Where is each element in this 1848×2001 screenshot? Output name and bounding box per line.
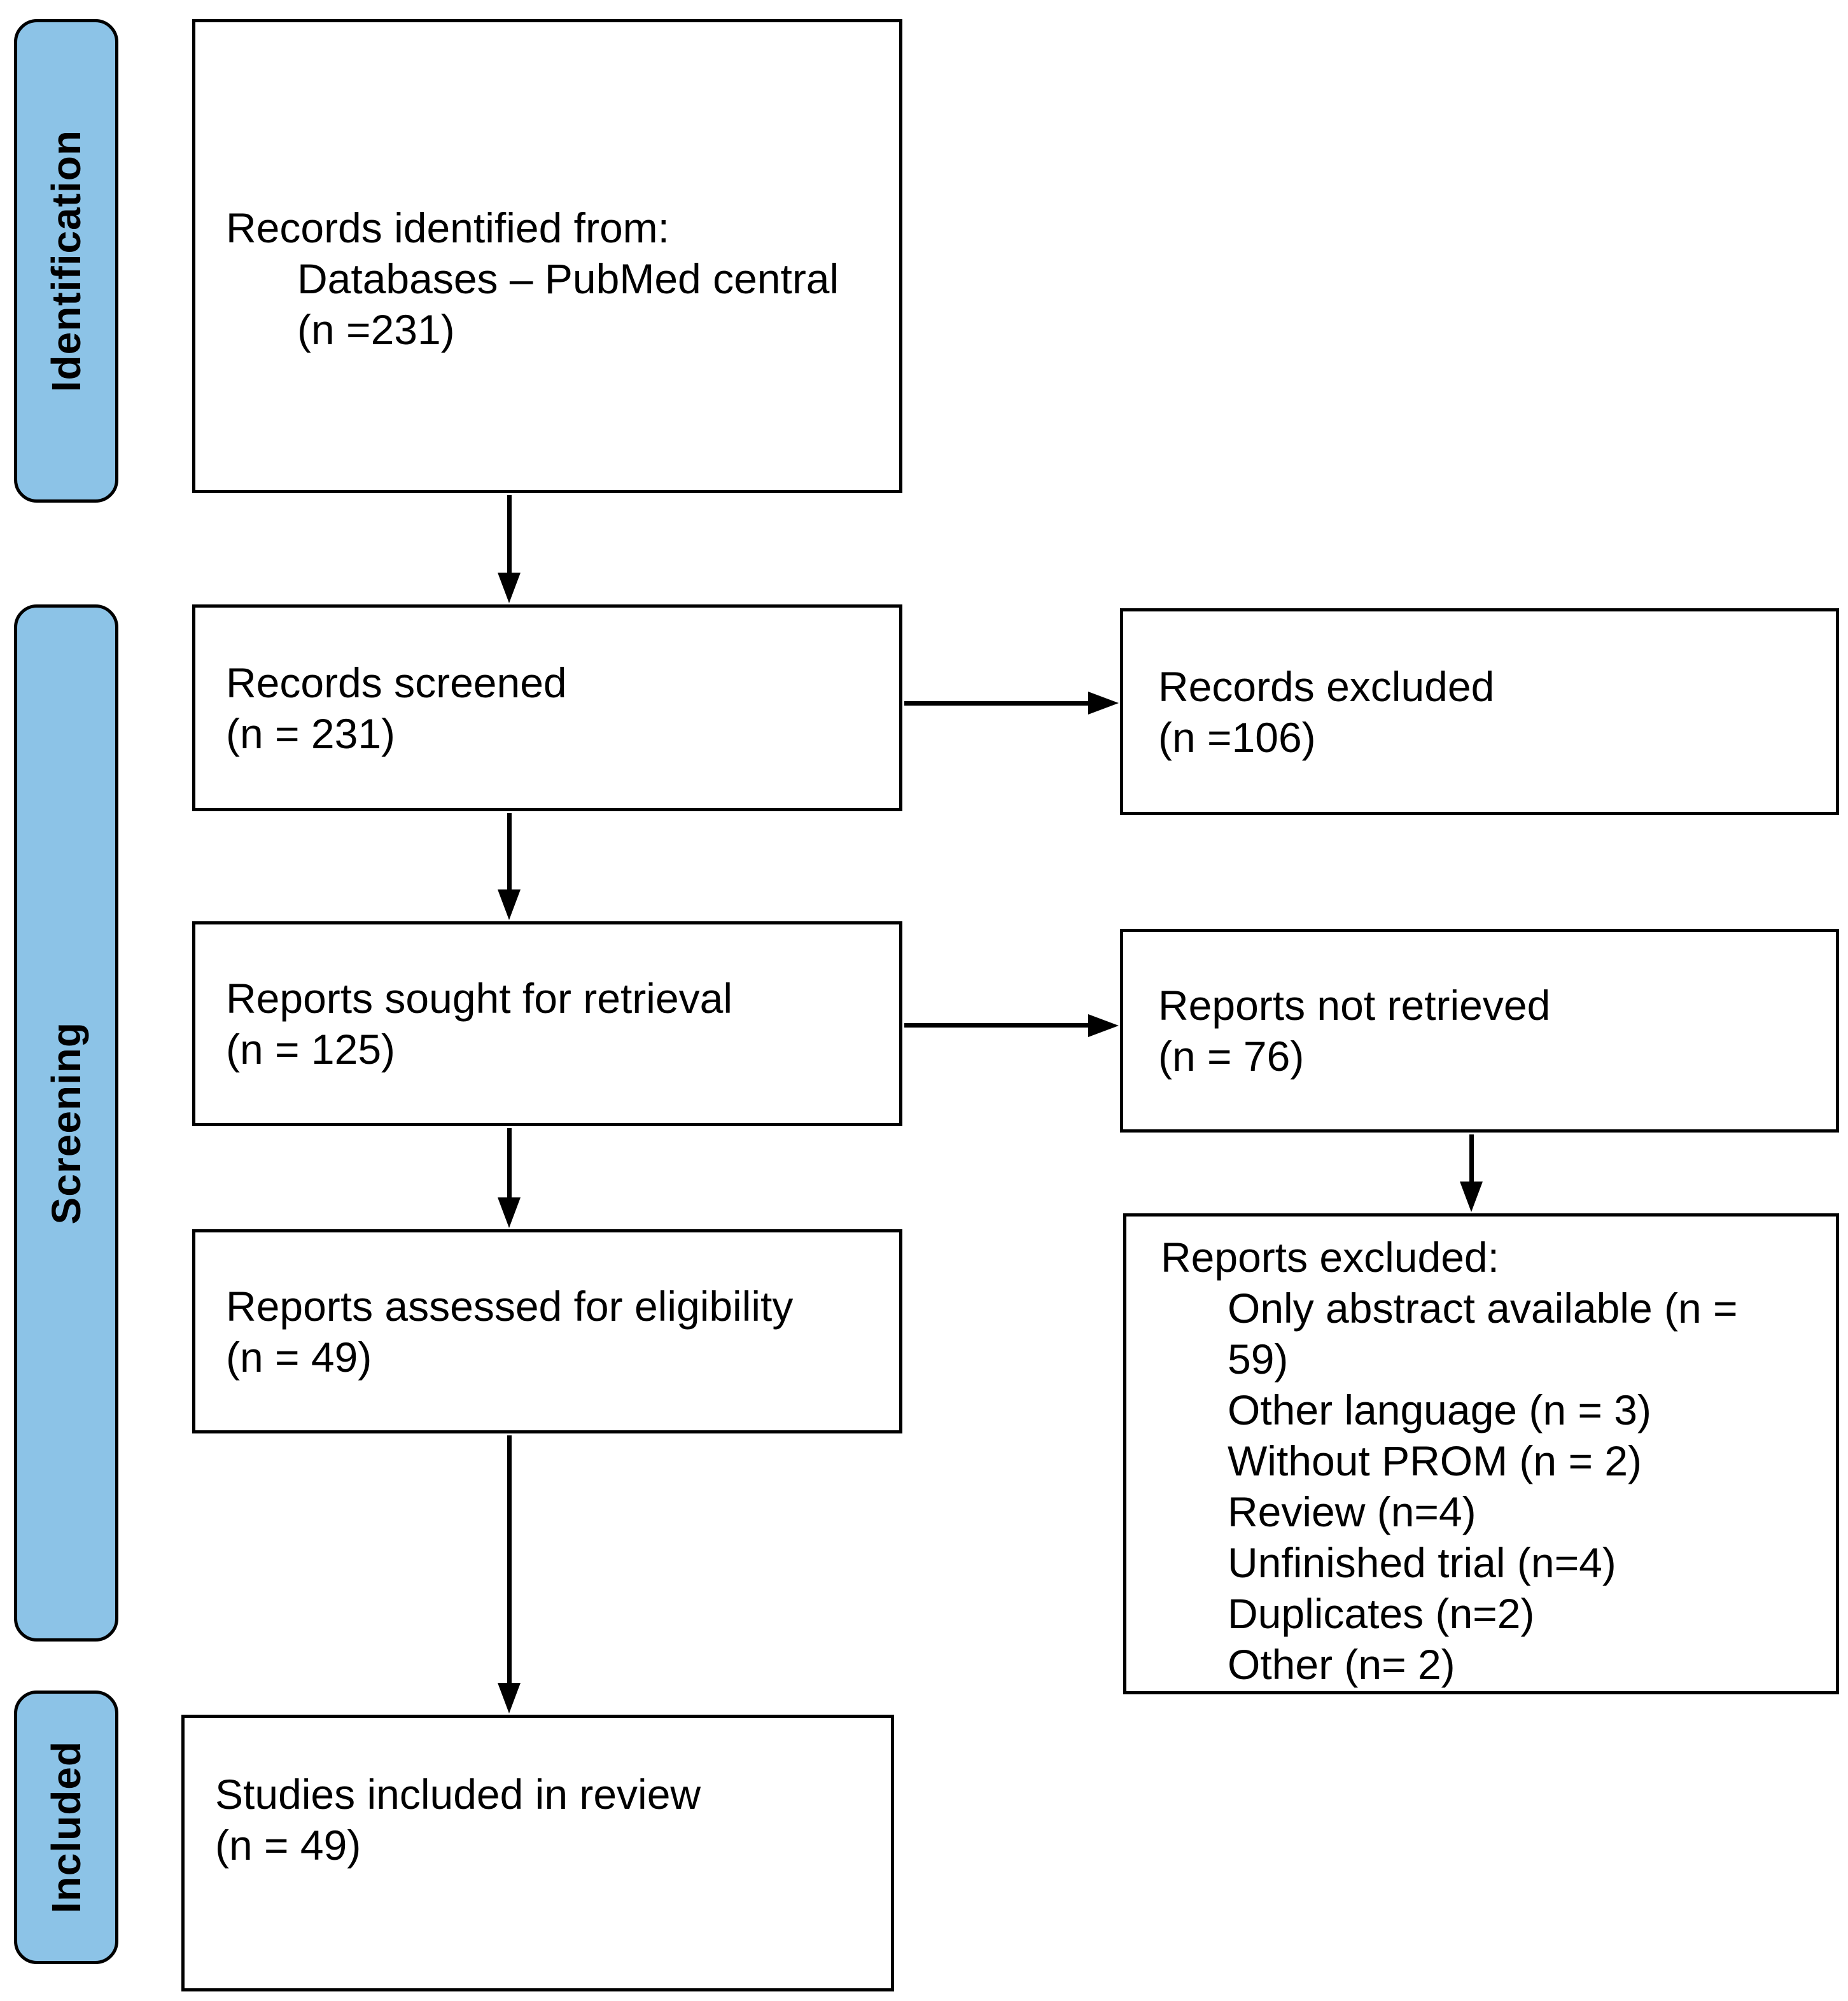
arrow-not-retrieved-to-reasons-line [1469,1134,1474,1182]
excluded-reason-item: Other language (n = 3) [1228,1386,1651,1433]
box-reports-assessed: Reports assessed for eligibility (n = 49… [192,1229,902,1433]
records-identified-count: (n =231) [297,305,455,353]
arrow-screened-to-sought-head [498,889,521,920]
excluded-reason-list: Only abstract available (n = 59)Other la… [1228,1283,1775,1690]
stage-bar-identification: Identification [14,19,118,503]
arrow-screened-to-sought-line [507,813,512,889]
records-excluded-count: (n =106) [1158,713,1316,761]
arrow-sought-to-assessed-line [507,1128,512,1197]
studies-included-line1: Studies included in review [215,1771,701,1818]
reports-not-retrieved-line1: Reports not retrieved [1158,982,1551,1029]
reports-sought-count: (n = 125) [226,1026,395,1073]
box-reports-sought: Reports sought for retrieval (n = 125) [192,921,902,1126]
box-records-screened: Records screened (n = 231) [192,604,902,811]
records-screened-line1: Records screened [226,659,567,706]
records-identified-line1: Records identified from: [226,204,669,251]
box-records-identified: Records identified from: Databases – Pub… [192,19,902,493]
stage-screening-label: Screening [43,1021,89,1225]
box-studies-included: Studies included in review (n = 49) [181,1715,894,1991]
excluded-reason-item: Review (n=4) [1228,1488,1476,1535]
box-reports-excluded-reasons: Reports excluded: Only abstract availabl… [1123,1213,1839,1694]
reports-assessed-line1: Reports assessed for eligibility [226,1282,794,1330]
arrow-screened-to-excluded-head [1088,692,1119,715]
records-excluded-line1: Records excluded [1158,662,1495,710]
excluded-reason-item: Without PROM (n = 2) [1228,1437,1642,1484]
box-reports-not-retrieved: Reports not retrieved (n = 76) [1120,929,1839,1133]
reports-not-retrieved-count: (n = 76) [1158,1033,1305,1080]
arrow-sought-to-not-retrieved-line [904,1023,1088,1028]
arrow-sought-to-assessed-head [498,1197,521,1228]
arrow-identified-to-screened-head [498,573,521,603]
arrow-sought-to-not-retrieved-head [1088,1014,1119,1037]
arrow-screened-to-excluded-line [904,701,1088,706]
reports-assessed-count: (n = 49) [226,1333,372,1381]
arrow-not-retrieved-to-reasons-head [1460,1182,1483,1212]
records-screened-count: (n = 231) [226,709,395,757]
stage-identification-label: Identification [43,129,89,393]
arrow-identified-to-screened-line [507,495,512,573]
arrow-assessed-to-included-head [498,1683,521,1713]
excluded-reason-item: Duplicates (n=2) [1228,1590,1535,1637]
arrow-assessed-to-included-line [507,1435,512,1683]
excluded-reason-item: Other (n= 2) [1228,1641,1455,1688]
box-records-excluded: Records excluded (n =106) [1120,608,1839,815]
records-identified-line2: Databases – PubMed central [297,254,839,302]
stage-bar-included: Included [14,1691,118,1964]
excluded-reason-item: Only abstract available (n = 59) [1228,1285,1738,1383]
stage-bar-screening: Screening [14,604,118,1642]
studies-included-count: (n = 49) [215,1822,361,1869]
stage-included-label: Included [43,1741,89,1914]
excluded-reason-item: Unfinished trial (n=4) [1228,1539,1616,1586]
reports-excluded-title: Reports excluded: [1161,1234,1499,1281]
reports-sought-line1: Reports sought for retrieval [226,975,733,1022]
